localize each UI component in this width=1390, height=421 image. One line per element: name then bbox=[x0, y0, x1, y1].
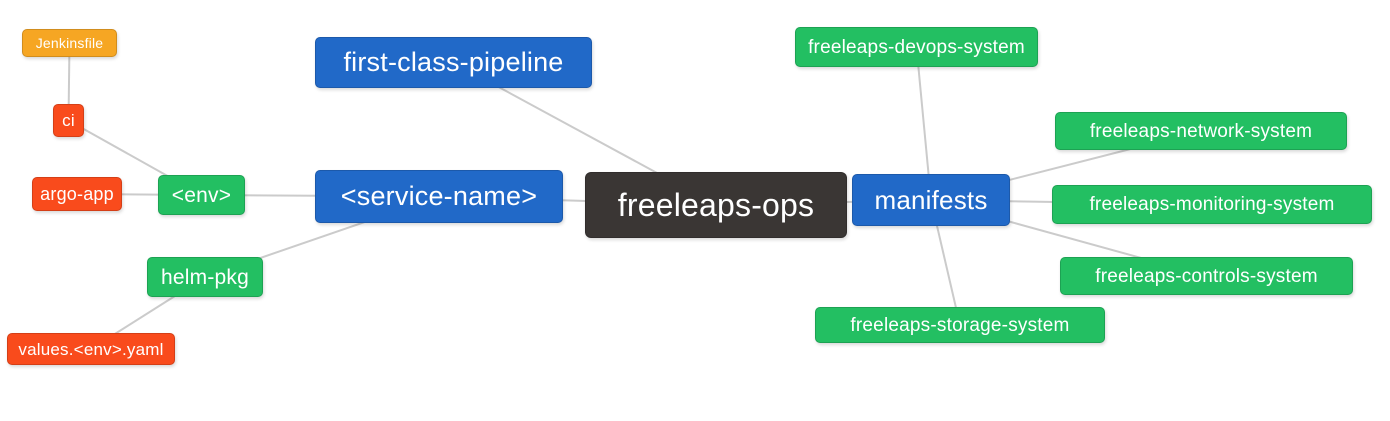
node-label: freeleaps-devops-system bbox=[808, 36, 1025, 58]
node-label: <service-name> bbox=[340, 181, 538, 211]
node-manifests[interactable]: manifests bbox=[852, 174, 1010, 226]
node-label: Jenkinsfile bbox=[35, 35, 104, 51]
node-label: helm-pkg bbox=[161, 265, 249, 289]
node-label: freeleaps-storage-system bbox=[850, 314, 1070, 336]
node-values-env-yaml[interactable]: values.<env>.yaml bbox=[7, 333, 175, 365]
node-label: <env> bbox=[171, 183, 232, 207]
node-freeleaps-controls-system[interactable]: freeleaps-controls-system bbox=[1060, 257, 1353, 295]
node-freeleaps-network-system[interactable]: freeleaps-network-system bbox=[1055, 112, 1347, 150]
node-label: freeleaps-controls-system bbox=[1095, 265, 1318, 287]
node-label: values.<env>.yaml bbox=[18, 339, 164, 359]
node-env[interactable]: <env> bbox=[158, 175, 245, 215]
node-jenkinsfile[interactable]: Jenkinsfile bbox=[22, 29, 117, 57]
node-freeleaps-devops-system[interactable]: freeleaps-devops-system bbox=[795, 27, 1038, 67]
node-freeleaps-monitoring-system[interactable]: freeleaps-monitoring-system bbox=[1052, 185, 1372, 224]
node-label: freeleaps-network-system bbox=[1089, 120, 1313, 142]
node-service-name[interactable]: <service-name> bbox=[315, 170, 563, 223]
node-label: freeleaps-ops bbox=[617, 187, 815, 223]
node-label: manifests bbox=[874, 185, 988, 215]
node-helm-pkg[interactable]: helm-pkg bbox=[147, 257, 263, 297]
node-freeleaps-storage-system[interactable]: freeleaps-storage-system bbox=[815, 307, 1105, 343]
node-label: freeleaps-monitoring-system bbox=[1089, 194, 1335, 215]
node-argo-app[interactable]: argo-app bbox=[32, 177, 122, 211]
node-label: first-class-pipeline bbox=[343, 47, 564, 77]
node-ci[interactable]: ci bbox=[53, 104, 84, 137]
node-label: argo-app bbox=[40, 184, 114, 204]
node-label: ci bbox=[62, 111, 75, 130]
node-freeleaps-ops[interactable]: freeleaps-ops bbox=[585, 172, 847, 238]
node-first-class-pipeline[interactable]: first-class-pipeline bbox=[315, 37, 592, 88]
